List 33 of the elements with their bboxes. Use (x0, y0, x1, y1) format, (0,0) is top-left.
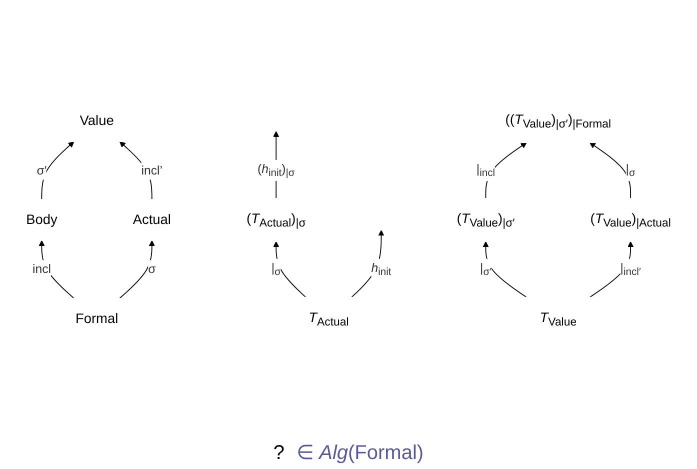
edge-label: |$_{σ}$ (626, 162, 636, 179)
arrow (351, 230, 384, 298)
edge-label: σ (148, 262, 156, 276)
edge-label: |$_{σ′}$ (480, 260, 492, 278)
node-text: Actual (132, 212, 171, 228)
edge-label: σ′ (36, 163, 47, 178)
arrow (482, 241, 527, 298)
formula-text: ∈ Alg(Formal) (296, 442, 424, 464)
edge-label: |$_{incl′}$ (620, 260, 641, 278)
node-text: (T$_{Actual}$)$_{|σ}$ (246, 211, 306, 230)
edge-label: incl (32, 262, 51, 276)
arrow (485, 142, 527, 199)
arrow (119, 240, 155, 299)
node-text: (T$_{Value}$)$_{|σ′}$ (456, 211, 515, 230)
edge-label: (h$_{init}$)$_{|σ}$ (257, 162, 295, 179)
node-text: (T$_{Value}$)$_{|Actual}$ (590, 211, 671, 230)
node-text: ((T$_{Value}$)$_{|σ′}$)$_{|Formal}$ (505, 112, 612, 130)
arrow (41, 141, 74, 200)
node-text: T$_{Actual}$ (308, 310, 349, 328)
node-text: T$_{Value}$ (540, 310, 577, 328)
edge-label: h$_{init}$ (371, 260, 392, 278)
node-text: Value (80, 114, 114, 129)
arrow (38, 240, 74, 299)
arrow (273, 241, 306, 298)
edge-label: |$_{incl}$ (476, 162, 496, 179)
arrow (590, 142, 632, 199)
node-text: Formal (75, 311, 118, 326)
arrow (119, 141, 152, 200)
arrow (589, 241, 634, 298)
node-text: Body (26, 212, 58, 228)
formula-text: ? (273, 442, 285, 464)
edge-label: |$_{σ}$ (271, 260, 281, 278)
edge-label: incl’ (141, 163, 163, 178)
